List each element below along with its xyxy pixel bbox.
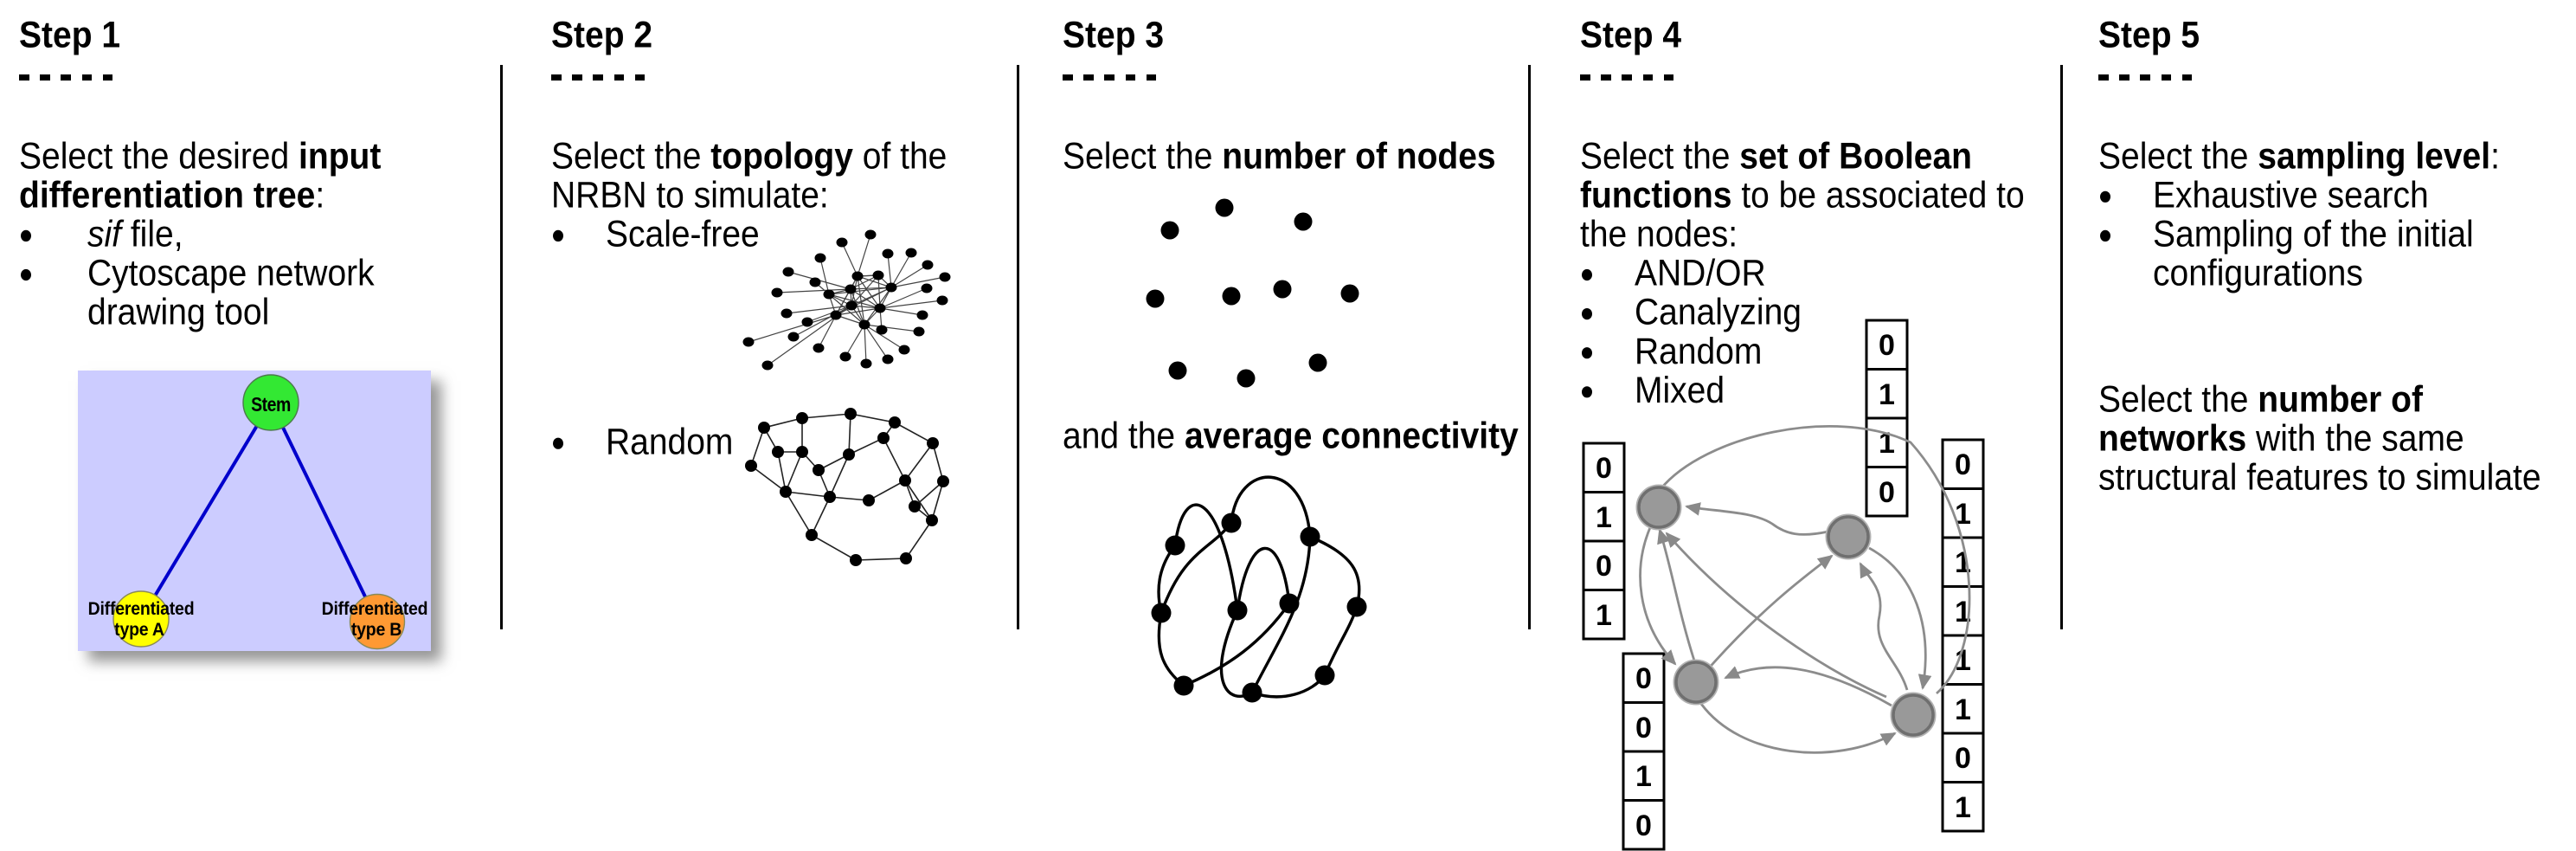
- svg-text:1: 1: [1635, 760, 1652, 793]
- svg-text:1: 1: [1596, 501, 1612, 534]
- svg-text:0: 0: [1635, 712, 1652, 745]
- svg-text:0: 0: [1596, 452, 1612, 485]
- svg-text:0: 0: [1955, 742, 1971, 775]
- svg-text:type A: type A: [114, 619, 164, 640]
- svg-text:1: 1: [1879, 378, 1895, 411]
- svg-text:Differentiated: Differentiated: [88, 598, 195, 619]
- svg-text:0: 0: [1596, 550, 1612, 583]
- svg-text:0: 0: [1879, 329, 1895, 362]
- svg-text:1: 1: [1955, 791, 1971, 824]
- svg-text:0: 0: [1879, 476, 1895, 509]
- svg-text:1: 1: [1596, 599, 1612, 632]
- svg-text:0: 0: [1955, 448, 1971, 481]
- svg-text:type B: type B: [351, 619, 401, 640]
- svg-text:1: 1: [1955, 498, 1971, 531]
- svg-text:Stem: Stem: [251, 393, 291, 416]
- svg-text:1: 1: [1955, 644, 1971, 677]
- svg-text:1: 1: [1955, 693, 1971, 726]
- svg-text:Differentiated: Differentiated: [322, 598, 428, 619]
- svg-text:0: 0: [1635, 809, 1652, 842]
- svg-text:1: 1: [1955, 596, 1971, 629]
- svg-text:0: 0: [1635, 662, 1652, 695]
